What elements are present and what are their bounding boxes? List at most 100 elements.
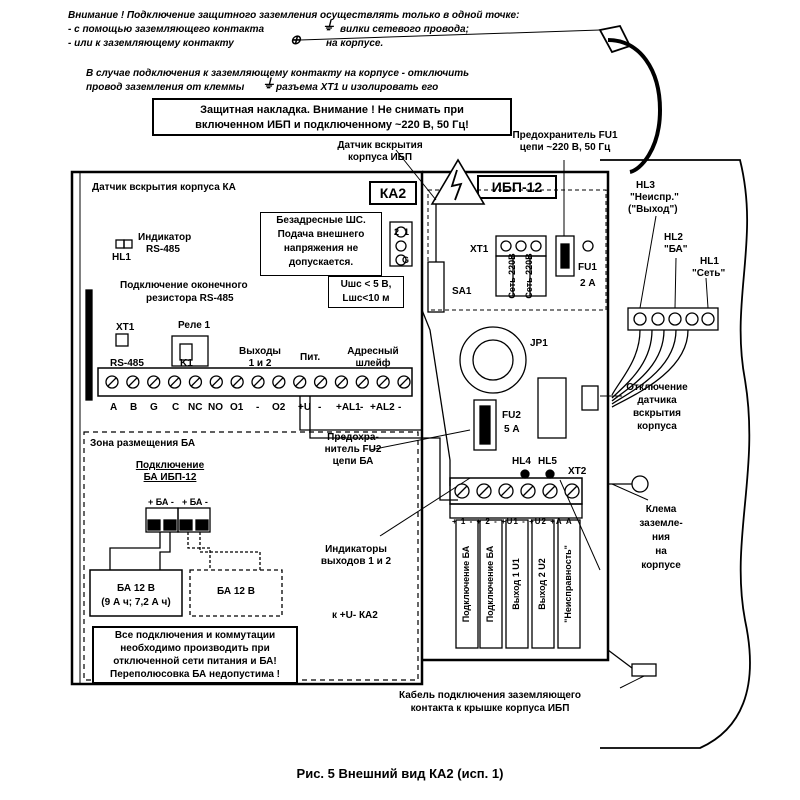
nonaddr-line-2: Подача внешнего [277,229,365,240]
terminal-screw-slot [399,377,409,387]
shc-terminal-1: 1 [404,227,410,237]
resistor-label-2: резистора RS-485 [146,293,234,304]
ba2-label: БА 12 В [217,586,255,597]
hl3-label-2: "Неиспр." [630,192,679,203]
hl1-label-1: HL1 [700,256,719,267]
xt2-screw-slot [522,485,534,497]
tamper-ka-label: Датчик вскрытия корпуса КА [92,182,236,193]
fuse-fu1-label-1: Предохранитель FU1 [512,130,618,141]
fu1-label: FU1 [578,262,597,273]
hl3-label-1: HL3 [636,180,655,191]
hl1-left-label: HL1 [112,252,131,263]
fuse-fu2-label-2: нитель FU2 [324,444,382,455]
fuse-fu2-label-1: Предохра- [327,432,379,443]
xt2-t1: 1 [460,517,467,526]
indicator-label-1: Индикатор [138,232,192,243]
fuse-fu2-label-3: цепи БА [332,456,374,467]
figure-caption: Рис. 5 Внешний вид КА2 (исп. 1) [296,766,504,781]
ibp12-title: ИБП-12 [491,179,543,195]
hdr-rs485: RS-485 [110,358,144,369]
warning-line-3a: - или к заземляющему контакту [68,38,234,49]
shc-terminal-g: G [402,255,410,265]
ka2-housing [70,170,424,686]
terminal-screw-slot [336,377,346,387]
warning-line-3b: на корпусе. [326,38,384,49]
xt2-screw-slot [478,485,490,497]
term-b: B [130,402,138,413]
cover-note-box: Защитная накладка. Внимание ! Не снимать… [152,98,512,136]
lshc-text: Lшс<10 м [342,293,390,304]
nonaddr-line-3: напряжения не [283,243,359,254]
xt2-t6: +U1 [501,517,519,526]
xt2-screw-slot [456,485,468,497]
ground-label-1: Клема [645,504,677,515]
set220-2: Сеть 220В [524,253,534,299]
xt2-t10: А [565,517,573,526]
ba-term-label-1: + БА - [148,497,174,507]
indicator-label-2: RS-485 [146,244,180,255]
terminal-screw-slot [357,377,367,387]
fu1-rating: 2 А [580,278,596,289]
hl2-label-1: HL2 [664,232,683,243]
ba1-label-1: БА 12 В [117,583,155,594]
term-plus-u: +U [298,402,312,413]
term-no: NO [208,402,223,413]
ground-icon-2: ⏚ [262,76,276,91]
ba-conn-label-2: БА ИБП-12 [143,472,197,483]
term-o1: O1 [230,402,244,413]
terminal-screw-slot [232,377,242,387]
fu2-label: FU2 [502,410,521,421]
ka2-title: КА2 [379,185,407,201]
term-a: A [110,402,118,413]
term-al2: +AL2 [370,402,395,413]
xt2-label: XT2 [568,466,587,477]
terminal-screw-slot [378,377,388,387]
safety-line-4: Переполюсовка БА недопустима ! [110,669,280,680]
terminal-screw-slot [295,377,305,387]
legend-out-1: Выход 1 U1 [511,558,521,610]
hdr-loop-2: шлейф [355,358,391,369]
xt2-strip [449,477,583,505]
term-o2: O2 [272,402,286,413]
legend-ba-2: Подключение БА [485,545,495,623]
tamper-ibp-1: Датчик вскрытия [337,140,423,151]
warning-line-5a: провод заземления от клеммы [86,82,245,93]
nonaddr-line-4: допускается. [288,257,354,268]
xt2-t8: +U2 [529,517,547,526]
xt2-t9: +А [550,517,563,526]
ba-term-label-2: + БА - [182,497,208,507]
shc-terminal-2: 2 [394,227,400,237]
term-minus-2: - [318,402,322,413]
warning-line-1: Внимание ! Подключение защитного заземле… [68,10,520,21]
warning-line-2b: вилки сетевого провода; [340,24,469,35]
jp1-label: JP1 [530,338,548,349]
term-minus-1: - [256,402,260,413]
term-minus-3: - [360,402,364,413]
xt1-left-label: XT1 [116,322,135,333]
ground-label-2: заземле- [639,518,683,529]
warning-line-4: В случае подключения к заземляющему конт… [86,68,470,79]
term-nc: NC [188,402,203,413]
xt2-t2: - [469,517,474,526]
hdr-outputs-2: 1 и 2 [248,358,272,369]
ground-circle-icon: ⊕ [290,32,301,47]
terminal-screw-slot [128,377,138,387]
xt2-t5: - [494,517,498,526]
term-minus-4: - [398,402,402,413]
legend-fault: "Неисправность" [563,545,573,623]
xt2-screw-slot [544,485,556,497]
fuse-fu1-label-2: цепи ~220 В, 50 Гц [519,142,611,153]
terminal-screw-slot [107,377,117,387]
ushc-text: Uшс < 5 В, [340,279,392,290]
ba1-label-2: (9 А ч; 7,2 А ч) [101,597,171,608]
safety-line-3: отключенной сети питания и БА! [113,656,277,667]
term-c: C [172,402,180,413]
terminal-screw-slot [211,377,221,387]
legend-ba-1: Подключение БА [461,545,471,623]
xt2-screw-slot [566,485,578,497]
ind-out-label-2: выходов 1 и 2 [320,556,392,567]
hl5-label: HL5 [538,456,557,467]
cable-label-1: Кабель подключения заземляющего [398,690,582,701]
psu-lid [600,159,751,749]
ind-out-label-1: Индикаторы [325,544,387,555]
